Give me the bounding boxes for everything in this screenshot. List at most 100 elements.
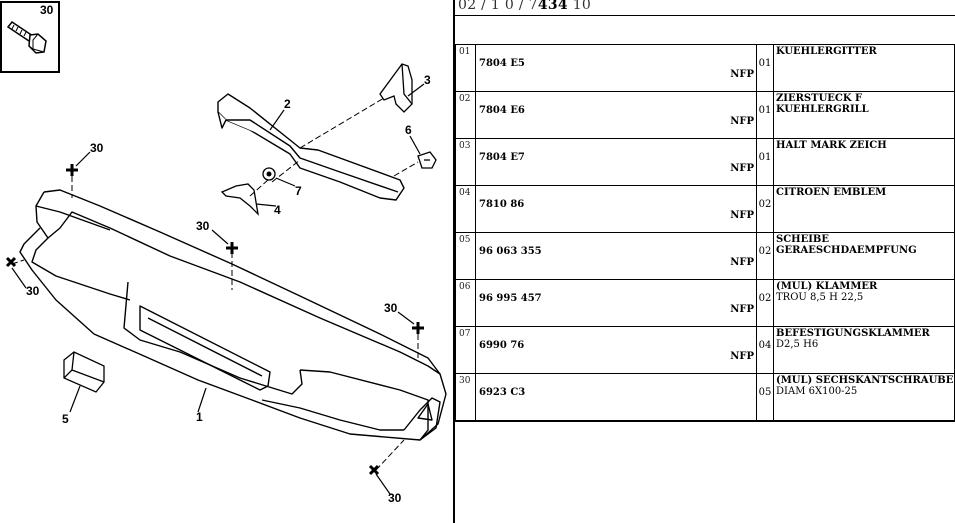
part-reference[interactable]: 7804 E6 bbox=[479, 105, 525, 116]
description: (MUL) SECHSKANTSCHRAUBE bbox=[776, 375, 954, 386]
description-cell: HALT MARK ZEICH bbox=[773, 138, 955, 186]
callout: 6 bbox=[405, 123, 412, 137]
description: (MUL) KLAMMER bbox=[776, 281, 878, 292]
table-row[interactable]: 05 96 063 355 NFP 02 SCHEIBE GERAESCHDAE… bbox=[455, 232, 955, 280]
part-reference[interactable]: 96 995 457 bbox=[479, 293, 542, 304]
bracket-part bbox=[379, 63, 413, 113]
trim-strip bbox=[217, 93, 405, 201]
header-rule bbox=[455, 15, 955, 16]
nfp-flag: NFP bbox=[730, 210, 754, 221]
washer-part bbox=[262, 167, 276, 181]
description-cell: SCHEIBE GERAESCHDAEMPFUNG bbox=[773, 232, 955, 280]
position-number: 06 bbox=[455, 279, 476, 327]
callout: 4 bbox=[274, 203, 281, 217]
quantity-cell: 02 bbox=[756, 279, 774, 327]
parts-table: 01 7804 E5 NFP 01 KUEHLERGITTER 02 7804 … bbox=[455, 44, 955, 422]
part-reference[interactable]: 7804 E5 bbox=[479, 58, 525, 69]
quantity-cell: 04 bbox=[756, 326, 774, 374]
reference-cell: 96 063 355 NFP bbox=[475, 232, 757, 280]
clip-part bbox=[417, 151, 437, 169]
description-cell: ZIERSTUECK F KUEHLERGRILL bbox=[773, 91, 955, 139]
description-cell: CITROEN EMBLEM bbox=[773, 185, 955, 233]
callout: 7 bbox=[295, 184, 302, 198]
callout: 30 bbox=[384, 301, 398, 315]
position-number: 05 bbox=[455, 232, 476, 280]
part-reference[interactable]: 7804 E7 bbox=[479, 152, 525, 163]
nfp-flag: NFP bbox=[730, 69, 754, 80]
description-cell: KUEHLERGITTER bbox=[773, 44, 955, 92]
quantity: 01 bbox=[758, 58, 772, 69]
table-row[interactable]: 06 96 995 457 NFP 02 (MUL) KLAMMER TROU … bbox=[455, 279, 955, 327]
reference-cell: 7810 86 NFP bbox=[475, 185, 757, 233]
callout: 1 bbox=[196, 410, 203, 424]
quantity-cell: 01 bbox=[756, 138, 774, 186]
quantity: 05 bbox=[758, 387, 772, 398]
screw-icon bbox=[6, 20, 47, 54]
position-number: 02 bbox=[455, 91, 476, 139]
leader-lines bbox=[11, 83, 425, 495]
grille-body bbox=[19, 189, 447, 441]
quantity: 02 bbox=[758, 246, 772, 257]
reference-cell: 7804 E6 NFP bbox=[475, 91, 757, 139]
assembly-lines bbox=[11, 97, 419, 471]
foam-pad-part bbox=[63, 351, 105, 393]
position-number: 01 bbox=[455, 44, 476, 92]
table-row[interactable]: 07 6990 76 NFP 04 BEFESTIGUNGSKLAMMER D2… bbox=[455, 326, 955, 374]
description-detail: TROU 8,5 H 22,5 bbox=[776, 292, 864, 303]
description-cell: (MUL) KLAMMER TROU 8,5 H 22,5 bbox=[773, 279, 955, 327]
nfp-flag: NFP bbox=[730, 163, 754, 174]
callout: 30 bbox=[90, 141, 104, 155]
part-reference[interactable]: 6990 76 bbox=[479, 340, 525, 351]
table-row[interactable]: 01 7804 E5 NFP 01 KUEHLERGITTER bbox=[455, 44, 955, 92]
screw-markers bbox=[5, 164, 424, 476]
catalog-code: 02 / 1 0 / 7434 10 bbox=[458, 0, 592, 13]
nfp-flag: NFP bbox=[730, 257, 754, 268]
callout: 5 bbox=[62, 412, 69, 426]
nfp-flag: NFP bbox=[730, 116, 754, 127]
description-detail: DIAM 6X100-25 bbox=[776, 386, 858, 397]
reference-cell: 6923 C3 bbox=[475, 373, 757, 422]
reference-cell: 7804 E7 NFP bbox=[475, 138, 757, 186]
table-row[interactable]: 30 6923 C3 05 (MUL) SECHSKANTSCHRAUBE DI… bbox=[455, 373, 955, 422]
description: HALT MARK ZEICH bbox=[776, 140, 887, 151]
quantity-cell: 01 bbox=[756, 44, 774, 92]
callout: 30 bbox=[40, 3, 54, 17]
callout: 30 bbox=[388, 491, 402, 505]
quantity: 02 bbox=[758, 293, 772, 304]
table-row[interactable]: 03 7804 E7 NFP 01 HALT MARK ZEICH bbox=[455, 138, 955, 186]
panel-divider bbox=[453, 0, 455, 523]
reference-cell: 7804 E5 NFP bbox=[475, 44, 757, 92]
nfp-flag: NFP bbox=[730, 304, 754, 315]
exploded-parts-diagram: 30 bbox=[0, 1, 447, 505]
description: BEFESTIGUNGSKLAMMER bbox=[776, 328, 930, 339]
callout: 3 bbox=[424, 73, 431, 87]
table-row[interactable]: 02 7804 E6 NFP 01 ZIERSTUECK F KUEHLERGR… bbox=[455, 91, 955, 139]
part-reference[interactable]: 6923 C3 bbox=[479, 387, 526, 398]
part-reference[interactable]: 7810 86 bbox=[479, 199, 525, 210]
screw-inset: 30 bbox=[0, 1, 60, 73]
reference-cell: 6990 76 NFP bbox=[475, 326, 757, 374]
quantity: 01 bbox=[758, 105, 772, 116]
callout: 2 bbox=[284, 97, 291, 111]
quantity: 01 bbox=[758, 152, 772, 163]
quantity-cell: 05 bbox=[756, 373, 774, 422]
emblem-part bbox=[220, 183, 259, 216]
position-number: 04 bbox=[455, 185, 476, 233]
part-reference[interactable]: 96 063 355 bbox=[479, 246, 542, 257]
reference-cell: 96 995 457 NFP bbox=[475, 279, 757, 327]
quantity-cell: 02 bbox=[756, 232, 774, 280]
description-detail: D2,5 H6 bbox=[776, 339, 819, 350]
description-cell: (MUL) SECHSKANTSCHRAUBE DIAM 6X100-25 bbox=[773, 373, 955, 422]
nfp-flag: NFP bbox=[730, 351, 754, 362]
description-cell: BEFESTIGUNGSKLAMMER D2,5 H6 bbox=[773, 326, 955, 374]
quantity-cell: 01 bbox=[756, 91, 774, 139]
quantity: 02 bbox=[758, 199, 772, 210]
callout: 30 bbox=[196, 219, 210, 233]
description: KUEHLERGITTER bbox=[776, 46, 877, 57]
table-row[interactable]: 04 7810 86 NFP 02 CITROEN EMBLEM bbox=[455, 185, 955, 233]
quantity-cell: 02 bbox=[756, 185, 774, 233]
position-number: 03 bbox=[455, 138, 476, 186]
quantity: 04 bbox=[758, 340, 772, 351]
callout: 30 bbox=[26, 284, 40, 298]
position-number: 07 bbox=[455, 326, 476, 374]
